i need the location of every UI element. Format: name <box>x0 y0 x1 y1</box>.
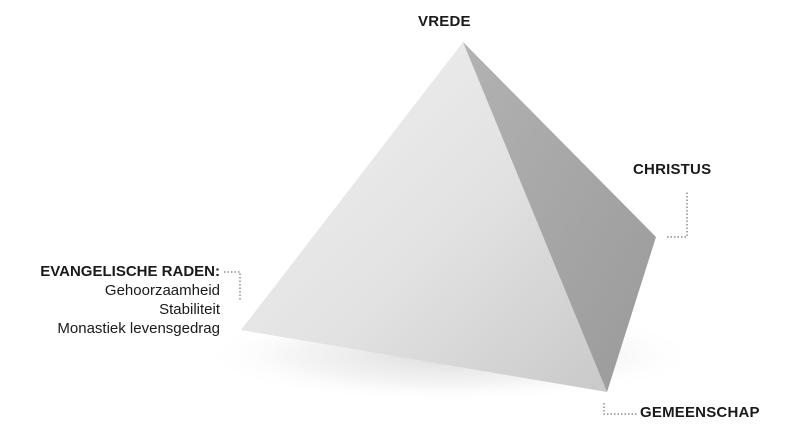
pyramid-left-face <box>241 42 607 392</box>
leader-line-christus <box>667 192 688 238</box>
label-vrede: VREDE <box>418 13 471 30</box>
label-christus: CHRISTUS <box>633 161 712 178</box>
label-evangelische-raden-heading: EVANGELISCHE RADEN: <box>40 263 220 280</box>
label-gemeenschap: GEMEENSCHAP <box>640 404 760 421</box>
label-evangelische-raden-block: EVANGELISCHE RADEN: Gehoorzaamheid Stabi… <box>40 262 220 338</box>
label-item-stabiliteit: Stabiliteit <box>159 301 220 318</box>
pyramid-right-face <box>463 42 656 392</box>
leader-line-evangelische-raden <box>224 271 241 300</box>
label-item-monastiek-levensgedrag: Monastiek levensgedrag <box>57 320 220 337</box>
leader-line-gemeenschap <box>603 403 637 415</box>
label-item-gehoorzaamheid: Gehoorzaamheid <box>104 282 220 299</box>
